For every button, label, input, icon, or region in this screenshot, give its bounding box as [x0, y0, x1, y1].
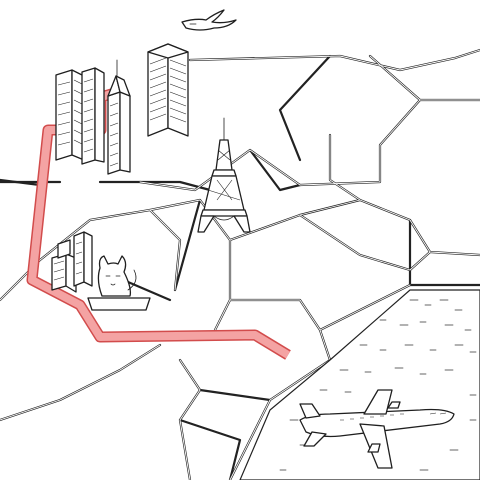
bird-icon [181, 9, 237, 31]
road-northeast-spur [368, 54, 480, 102]
airplane-icon [299, 389, 455, 469]
road-upper-east [188, 48, 480, 72]
tall-tower-building-icon [147, 43, 189, 137]
road-east-link [298, 98, 422, 187]
road-tower-east [248, 148, 302, 192]
cat-figure-icon [87, 255, 151, 311]
road-lower-west [0, 343, 162, 422]
sea-area [239, 289, 480, 480]
small-buildings-icon [51, 231, 93, 293]
radio-tower-icon [197, 117, 251, 233]
skyscraper-cluster-icon [55, 59, 131, 175]
road-center-south [213, 238, 322, 332]
road-middle-west [0, 178, 212, 192]
road-south-links [178, 388, 272, 480]
road-north-link [278, 54, 332, 162]
